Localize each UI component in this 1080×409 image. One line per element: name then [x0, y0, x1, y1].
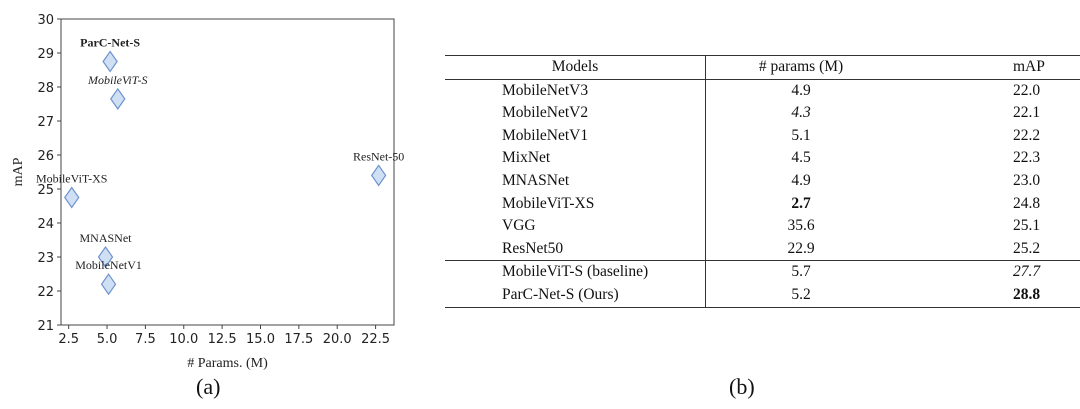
- data-point: [102, 50, 118, 73]
- cell-model: MixNet: [445, 147, 706, 170]
- plot-frame: [60, 18, 395, 326]
- cell-model: ParC-Net-S (Ours): [445, 283, 706, 308]
- y-tick-label: 21: [37, 319, 54, 334]
- data-point: [110, 87, 126, 110]
- y-axis-label: mAP: [11, 157, 26, 186]
- y-tick-label: 27: [37, 115, 54, 130]
- caption-b: (b): [729, 374, 755, 399]
- x-tick-label: 7.5: [135, 332, 156, 347]
- point-label: ParC-Net-S: [80, 36, 140, 50]
- header-map: mAP: [1013, 58, 1045, 75]
- scatter-chart: 2.5 5.0 7.5 10.0 12.5 15.0 17.5 20.0 22.5 21 22 23 2…: [11, 13, 404, 371]
- table-row: MobileNetV1 5.1 22.2: [445, 124, 1080, 148]
- point-label: MobileNetV1: [75, 258, 142, 272]
- data-point: [97, 245, 114, 269]
- cell-params: 4.5: [791, 149, 811, 167]
- header-models: Models: [445, 55, 706, 80]
- table-row: ResNet50 22.9 25.2: [445, 237, 1080, 261]
- cell-map: 22.0: [1013, 81, 1041, 99]
- table-row: MNASNet 4.9 23.0: [445, 169, 1080, 193]
- cell-map: 25.1: [1013, 217, 1041, 235]
- table-row: MobileNetV2 4.3 22.1: [445, 102, 1080, 125]
- cell-map: 27.7: [1013, 263, 1041, 281]
- cell-params: 4.3: [791, 104, 811, 122]
- point-label: MobileViT-XS: [36, 172, 108, 186]
- cell-params: 4.9: [791, 81, 811, 99]
- cell-params: 2.7: [791, 194, 811, 212]
- cell-map: 22.3: [1013, 149, 1041, 167]
- cell-params: 5.2: [791, 285, 811, 303]
- table-row: MobileViT-S (baseline) 5.7 27.7: [445, 260, 1080, 284]
- y-tick-label: 24: [37, 217, 54, 232]
- table-row: ParC-Net-S (Ours) 5.2 28.8: [445, 283, 1080, 308]
- data-point: [100, 273, 117, 296]
- cell-params: 5.1: [791, 126, 811, 144]
- point-label: MNASNet: [79, 231, 132, 245]
- data-point: [64, 186, 80, 209]
- x-tick-label: 5.0: [97, 332, 118, 347]
- y-tick-label: 25: [37, 183, 54, 198]
- header-params: # params (M): [758, 58, 844, 75]
- cell-params: 35.6: [787, 217, 815, 235]
- data-point: [370, 164, 387, 187]
- cell-model: ResNet50: [445, 237, 706, 261]
- x-tick-label: 12.5: [208, 332, 237, 347]
- cell-model: MobileViT-S (baseline): [445, 260, 706, 284]
- table-header-row: Models # params (M) mAP: [445, 55, 1080, 80]
- y-tick-label: 23: [37, 251, 54, 266]
- x-tick-label: 10.0: [169, 332, 198, 347]
- x-axis-label: # Params. (M): [187, 356, 268, 371]
- x-tick-label: 17.5: [284, 332, 313, 347]
- y-tick-label: 30: [37, 13, 54, 28]
- x-tick-label: 2.5: [58, 332, 79, 347]
- cell-model: MobileNetV3: [445, 79, 706, 103]
- cell-model: MobileNetV1: [445, 124, 706, 148]
- table-row: MixNet 4.5 22.3: [445, 147, 1080, 170]
- y-tick-label: 22: [37, 285, 54, 300]
- cell-model: MobileViT-XS: [445, 192, 706, 216]
- cell-model: VGG: [445, 215, 706, 238]
- cell-params: 22.9: [787, 239, 815, 257]
- cell-model: MobileNetV2: [445, 102, 706, 125]
- cell-map: 28.8: [1013, 285, 1041, 303]
- x-tick-label: 15.0: [246, 332, 275, 347]
- table-row: VGG 35.6 25.1: [445, 215, 1080, 238]
- y-tick-label: 26: [37, 149, 54, 164]
- x-tick-label: 22.5: [361, 332, 390, 347]
- cell-params: 4.9: [791, 171, 811, 189]
- table-row: MobileNetV3 4.9 22.0: [445, 79, 1080, 103]
- cell-map: 22.2: [1013, 126, 1041, 144]
- cell-map: 24.8: [1013, 194, 1041, 212]
- cell-model: MNASNet: [445, 169, 706, 193]
- cell-map: 25.2: [1013, 239, 1041, 257]
- results-table: Models # params (M) mAP MobileNetV3 4.9 22…: [445, 55, 1080, 308]
- cell-map: 23.0: [1013, 171, 1041, 189]
- x-tick-label: 20.0: [323, 332, 352, 347]
- y-tick-label: 29: [37, 47, 54, 62]
- caption-a: (a): [196, 374, 221, 399]
- table-row: MobileViT-XS 2.7 24.8: [445, 192, 1080, 216]
- y-tick-label: 28: [37, 81, 54, 96]
- cell-map: 22.1: [1013, 104, 1041, 122]
- point-label: ResNet-50: [353, 149, 404, 163]
- point-label: MobileViT-S: [87, 73, 148, 87]
- cell-params: 5.7: [791, 263, 811, 281]
